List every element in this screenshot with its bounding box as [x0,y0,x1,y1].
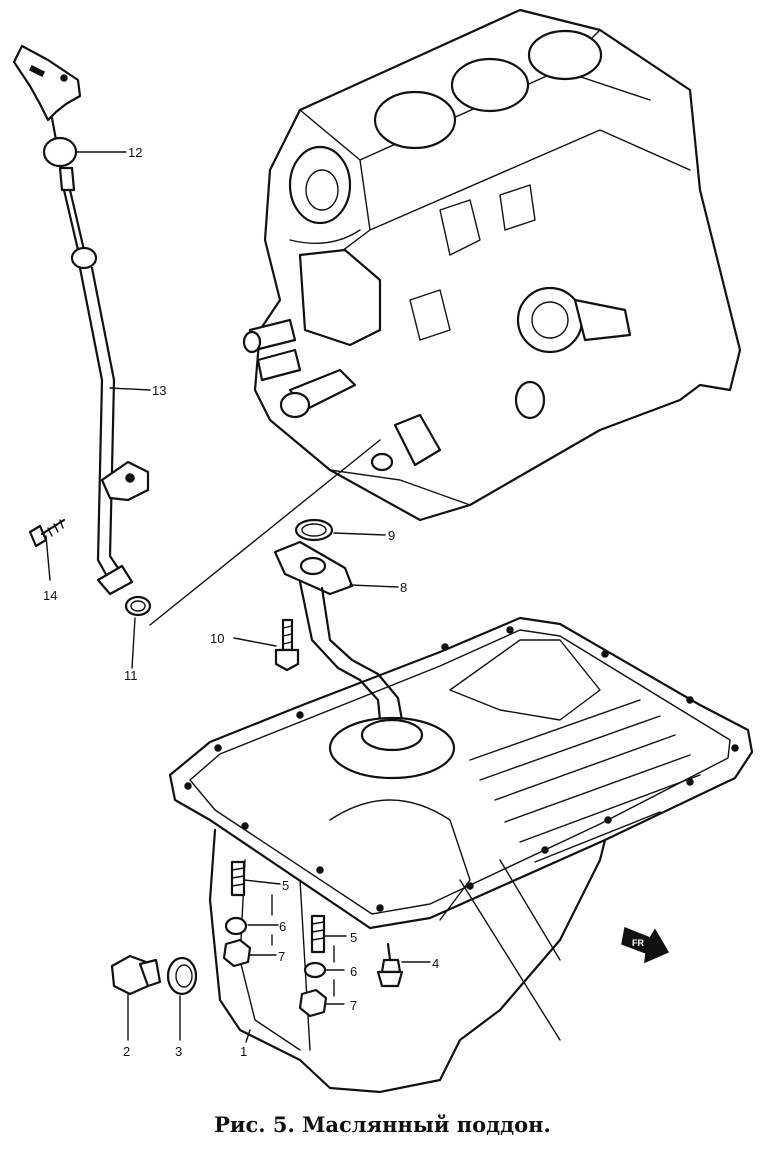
gasket-3 [166,956,198,996]
figure-caption: Рис. 5. Маслянный поддон. [214,1112,551,1137]
callout-6b: 6 [350,964,357,979]
oil-pan-exploded-diagram: FR 12 13 14 11 9 8 10 5 6 7 5 [12,8,754,1094]
callout-4: 4 [432,956,439,971]
callout-5a: 5 [282,878,289,893]
callout-3: 3 [175,1044,182,1059]
engine-block [242,8,742,522]
callout-8: 8 [400,580,407,595]
oil-pan-1 [168,616,754,1094]
fastener-set-left [222,860,252,968]
callout-14: 11 [124,668,138,683]
callout-7a: 7 [278,949,285,964]
callout-2: 2 [123,1044,130,1059]
callout-9: 9 [388,528,395,543]
drain-plug-2 [110,954,162,996]
bolt-13 [28,518,66,548]
o-ring-14 [124,595,152,617]
callout-10: 10 [210,631,224,646]
callout-6a: 6 [279,919,286,934]
fastener-set-right [298,914,328,1018]
callout-7b: 7 [350,998,357,1013]
callout-11: 12 [128,145,142,160]
front-marker-label: FR [632,938,644,948]
callout-13: 14 [43,588,57,603]
bolt-10 [274,618,300,672]
leader-lines [45,151,431,1043]
callout-5b: 5 [350,930,357,945]
callout-1: 1 [240,1044,247,1059]
callout-labels: 12 13 14 11 9 8 10 5 6 7 5 6 7 4 2 3 1 [43,145,439,1059]
bolt-4 [376,942,404,988]
o-ring-9 [294,518,334,542]
leader-14-to-block [149,439,381,626]
front-arrow-marker: FR [621,926,670,964]
callout-12: 13 [152,383,166,398]
oil-strainer-8 [273,540,456,780]
dipstick-assembly [12,44,150,596]
